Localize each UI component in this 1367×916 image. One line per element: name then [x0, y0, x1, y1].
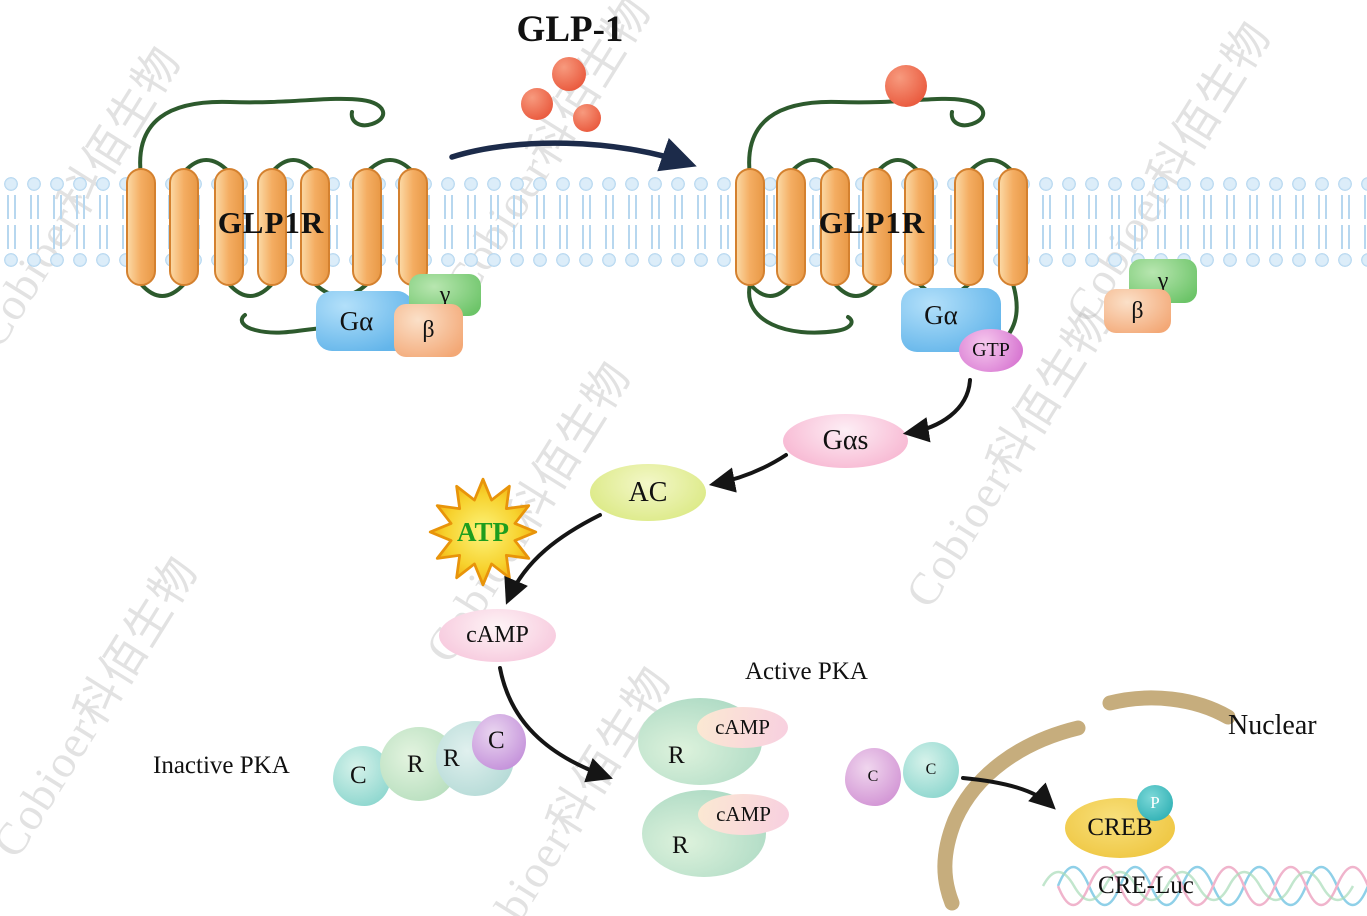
ac-label: AC: [628, 476, 668, 508]
g-beta-label: β: [422, 317, 435, 343]
nuclear-membrane: [1102, 690, 1236, 725]
glp1-ligand: [521, 88, 553, 120]
r-label: R: [443, 745, 460, 772]
camp-bound: cAMP: [698, 794, 789, 835]
gtp-molecule: GTP: [959, 329, 1023, 372]
glp1-title: GLP-1: [516, 9, 624, 50]
g-alpha-label: Gα: [339, 305, 374, 336]
atp-burst: ATP: [428, 477, 538, 587]
c-label: C: [925, 761, 937, 778]
tm-helix: [300, 168, 330, 286]
receptor-right-cterm-tail: [747, 282, 854, 335]
creb-label: CREB: [1087, 814, 1153, 841]
g-gamma-label: γ: [439, 281, 451, 308]
glp1-ligand: [552, 57, 586, 91]
tm-helix: [126, 168, 156, 286]
phosphate-badge: P: [1137, 785, 1173, 821]
c-label: C: [867, 768, 879, 785]
tm-helix: [776, 168, 806, 286]
g-beta-label: β: [1131, 297, 1144, 324]
gas-label: Gαs: [822, 425, 869, 456]
pka-c-free: C: [845, 748, 901, 806]
g-alpha-label: Gα: [924, 299, 958, 330]
arrow-c-to-creb: [961, 776, 1056, 810]
g-beta-left: β: [394, 304, 463, 357]
camp-bound: cAMP: [697, 707, 788, 748]
tm-helix: [169, 168, 199, 286]
tm-helix: [398, 168, 428, 286]
arrow-gas-to-ac: [708, 453, 788, 493]
r-label: R: [407, 751, 424, 778]
gas-subunit: Gαs: [783, 414, 908, 468]
tm-helix: [954, 168, 984, 286]
atp-label: ATP: [457, 516, 509, 547]
camp-label: cAMP: [466, 622, 529, 648]
r-label: R: [672, 832, 689, 859]
adenylyl-cyclase: AC: [590, 464, 706, 521]
g-beta-right: β: [1104, 289, 1171, 333]
receptor-label-right: GLP1R: [818, 205, 926, 240]
receptor-left-nterm-loop: [138, 96, 386, 178]
camp-label: cAMP: [715, 715, 770, 739]
nuclear-membrane: [937, 720, 1086, 911]
pka-c-free: C: [903, 742, 959, 798]
lipid-heads-top: [0, 173, 1367, 195]
camp-molecule: cAMP: [439, 609, 556, 662]
tm-helix: [998, 168, 1028, 286]
arrow-gtp-to-gas: [902, 378, 972, 443]
p-label: P: [1150, 793, 1160, 812]
camp-label: cAMP: [716, 802, 771, 826]
tm-helix: [214, 168, 244, 286]
tm-helix: [735, 168, 765, 286]
g-gamma-label: γ: [1157, 267, 1169, 294]
dna-helix: [1041, 870, 1355, 902]
tm-helix: [352, 168, 382, 286]
glp1-ligand-bound: [885, 65, 927, 107]
glp1-ligand: [573, 104, 601, 132]
c-label: C: [488, 727, 505, 754]
cre-luc-label: CRE-Luc: [1098, 872, 1194, 899]
watermark-text: Cobioer科佰生物: [0, 547, 208, 866]
receptor-right-nterm-loop: [747, 96, 986, 178]
nuclear-label: Nuclear: [1228, 710, 1317, 741]
gtp-label: GTP: [972, 339, 1010, 361]
receptor-label-left: GLP1R: [217, 205, 325, 240]
active-pka-label: Active PKA: [745, 658, 868, 685]
inactive-pka-label: Inactive PKA: [153, 752, 290, 779]
r-label: R: [668, 742, 685, 769]
tm-helix: [820, 168, 850, 286]
c-label: C: [350, 762, 367, 789]
